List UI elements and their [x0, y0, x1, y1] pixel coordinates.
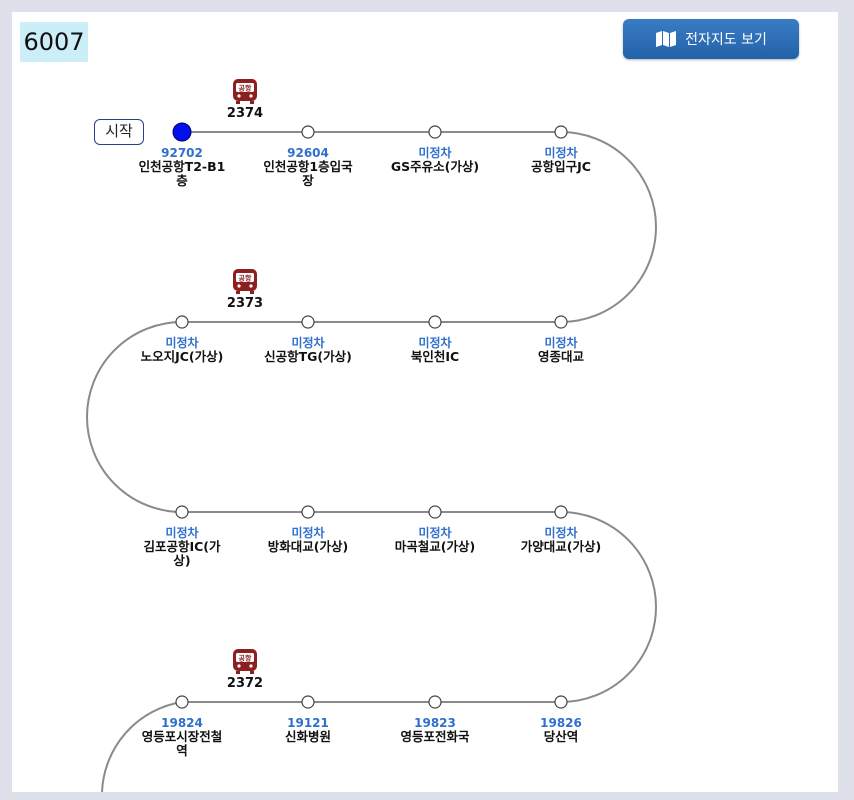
- map-view-button[interactable]: 전자지도 보기: [623, 19, 799, 59]
- bus-plate-number: 2372: [226, 676, 264, 691]
- stop-marker[interactable]: [175, 695, 189, 709]
- stop-name: 인천공항T2-B1층: [138, 159, 226, 188]
- stop-id: 19826: [540, 716, 582, 730]
- stop-name: 노오지JC(가상): [140, 349, 224, 364]
- route-number: 6007: [20, 22, 88, 62]
- stop-id: 92702: [161, 146, 203, 160]
- stop-name: 가양대교(가상): [520, 539, 602, 554]
- stop-id: 미정차: [165, 526, 199, 540]
- stop-name: 마곡철교(가상): [394, 539, 476, 554]
- stop-marker[interactable]: [554, 315, 568, 329]
- bus-icon: 공항: [233, 269, 257, 294]
- stop-name: 신화병원: [284, 729, 331, 744]
- stop-id: 미정차: [165, 336, 199, 350]
- stop-name: 영등포전화국: [400, 729, 470, 744]
- bus-icon: 공항: [233, 649, 257, 674]
- stop-marker[interactable]: [301, 125, 315, 139]
- bus-icon: 공항: [233, 79, 257, 104]
- stop-name: 방화대교(가상): [267, 539, 349, 554]
- stop-marker[interactable]: [428, 125, 442, 139]
- stop-name: 인천공항1층입국장: [263, 159, 353, 188]
- stop-name: 공항입구JC: [531, 159, 591, 174]
- stop-name: 영종대교: [537, 349, 584, 364]
- stop-marker[interactable]: [428, 315, 442, 329]
- stop-name: GS주유소(가상): [390, 159, 480, 174]
- stop-marker[interactable]: [175, 315, 189, 329]
- stop-marker[interactable]: [554, 505, 568, 519]
- stop-name: 북인천IC: [410, 349, 460, 364]
- bus-marker[interactable]: 공항 2374: [215, 76, 275, 121]
- stop-id: 미정차: [418, 146, 452, 160]
- stop-id: 미정차: [418, 526, 452, 540]
- stop-id: 미정차: [291, 336, 325, 350]
- stop-id: 19823: [414, 716, 456, 730]
- stop-marker[interactable]: [428, 695, 442, 709]
- stop-name: 당산역: [543, 729, 579, 744]
- bus-plate-number: 2374: [226, 106, 264, 121]
- stop-id: 미정차: [544, 336, 578, 350]
- stop-marker[interactable]: [301, 315, 315, 329]
- route-path: [86, 131, 657, 792]
- map-view-label: 전자지도 보기: [685, 32, 767, 48]
- stop-id: 92604: [287, 146, 329, 160]
- start-badge: 시작: [94, 119, 144, 145]
- stop-name: 신공항TG(가상): [264, 349, 352, 364]
- stop-id: 19121: [287, 716, 329, 730]
- stop-marker[interactable]: [175, 505, 189, 519]
- stop-marker[interactable]: [554, 125, 568, 139]
- stop-marker[interactable]: [301, 695, 315, 709]
- route-line: [86, 122, 657, 792]
- current-stop-marker[interactable]: [172, 122, 192, 142]
- bus-marker[interactable]: 공항 2372: [215, 646, 275, 691]
- map-icon: [655, 30, 677, 48]
- bus-badge: 공항: [239, 274, 252, 283]
- stop-marker[interactable]: [554, 695, 568, 709]
- bus-badge: 공항: [239, 654, 252, 663]
- bus-plate-number: 2373: [226, 296, 264, 311]
- bus-marker[interactable]: 공항 2373: [215, 266, 275, 311]
- stop-id: 미정차: [544, 146, 578, 160]
- stop-id: 미정차: [544, 526, 578, 540]
- stop-id: 미정차: [291, 526, 325, 540]
- bus-badge: 공항: [239, 84, 252, 93]
- stop-id: 미정차: [418, 336, 452, 350]
- stop-name: 김포공항IC(가상): [143, 539, 221, 568]
- stop-name: 영등포시장전철역: [141, 729, 223, 758]
- stop-marker[interactable]: [428, 505, 442, 519]
- stop-marker[interactable]: [301, 505, 315, 519]
- stop-id: 19824: [161, 716, 203, 730]
